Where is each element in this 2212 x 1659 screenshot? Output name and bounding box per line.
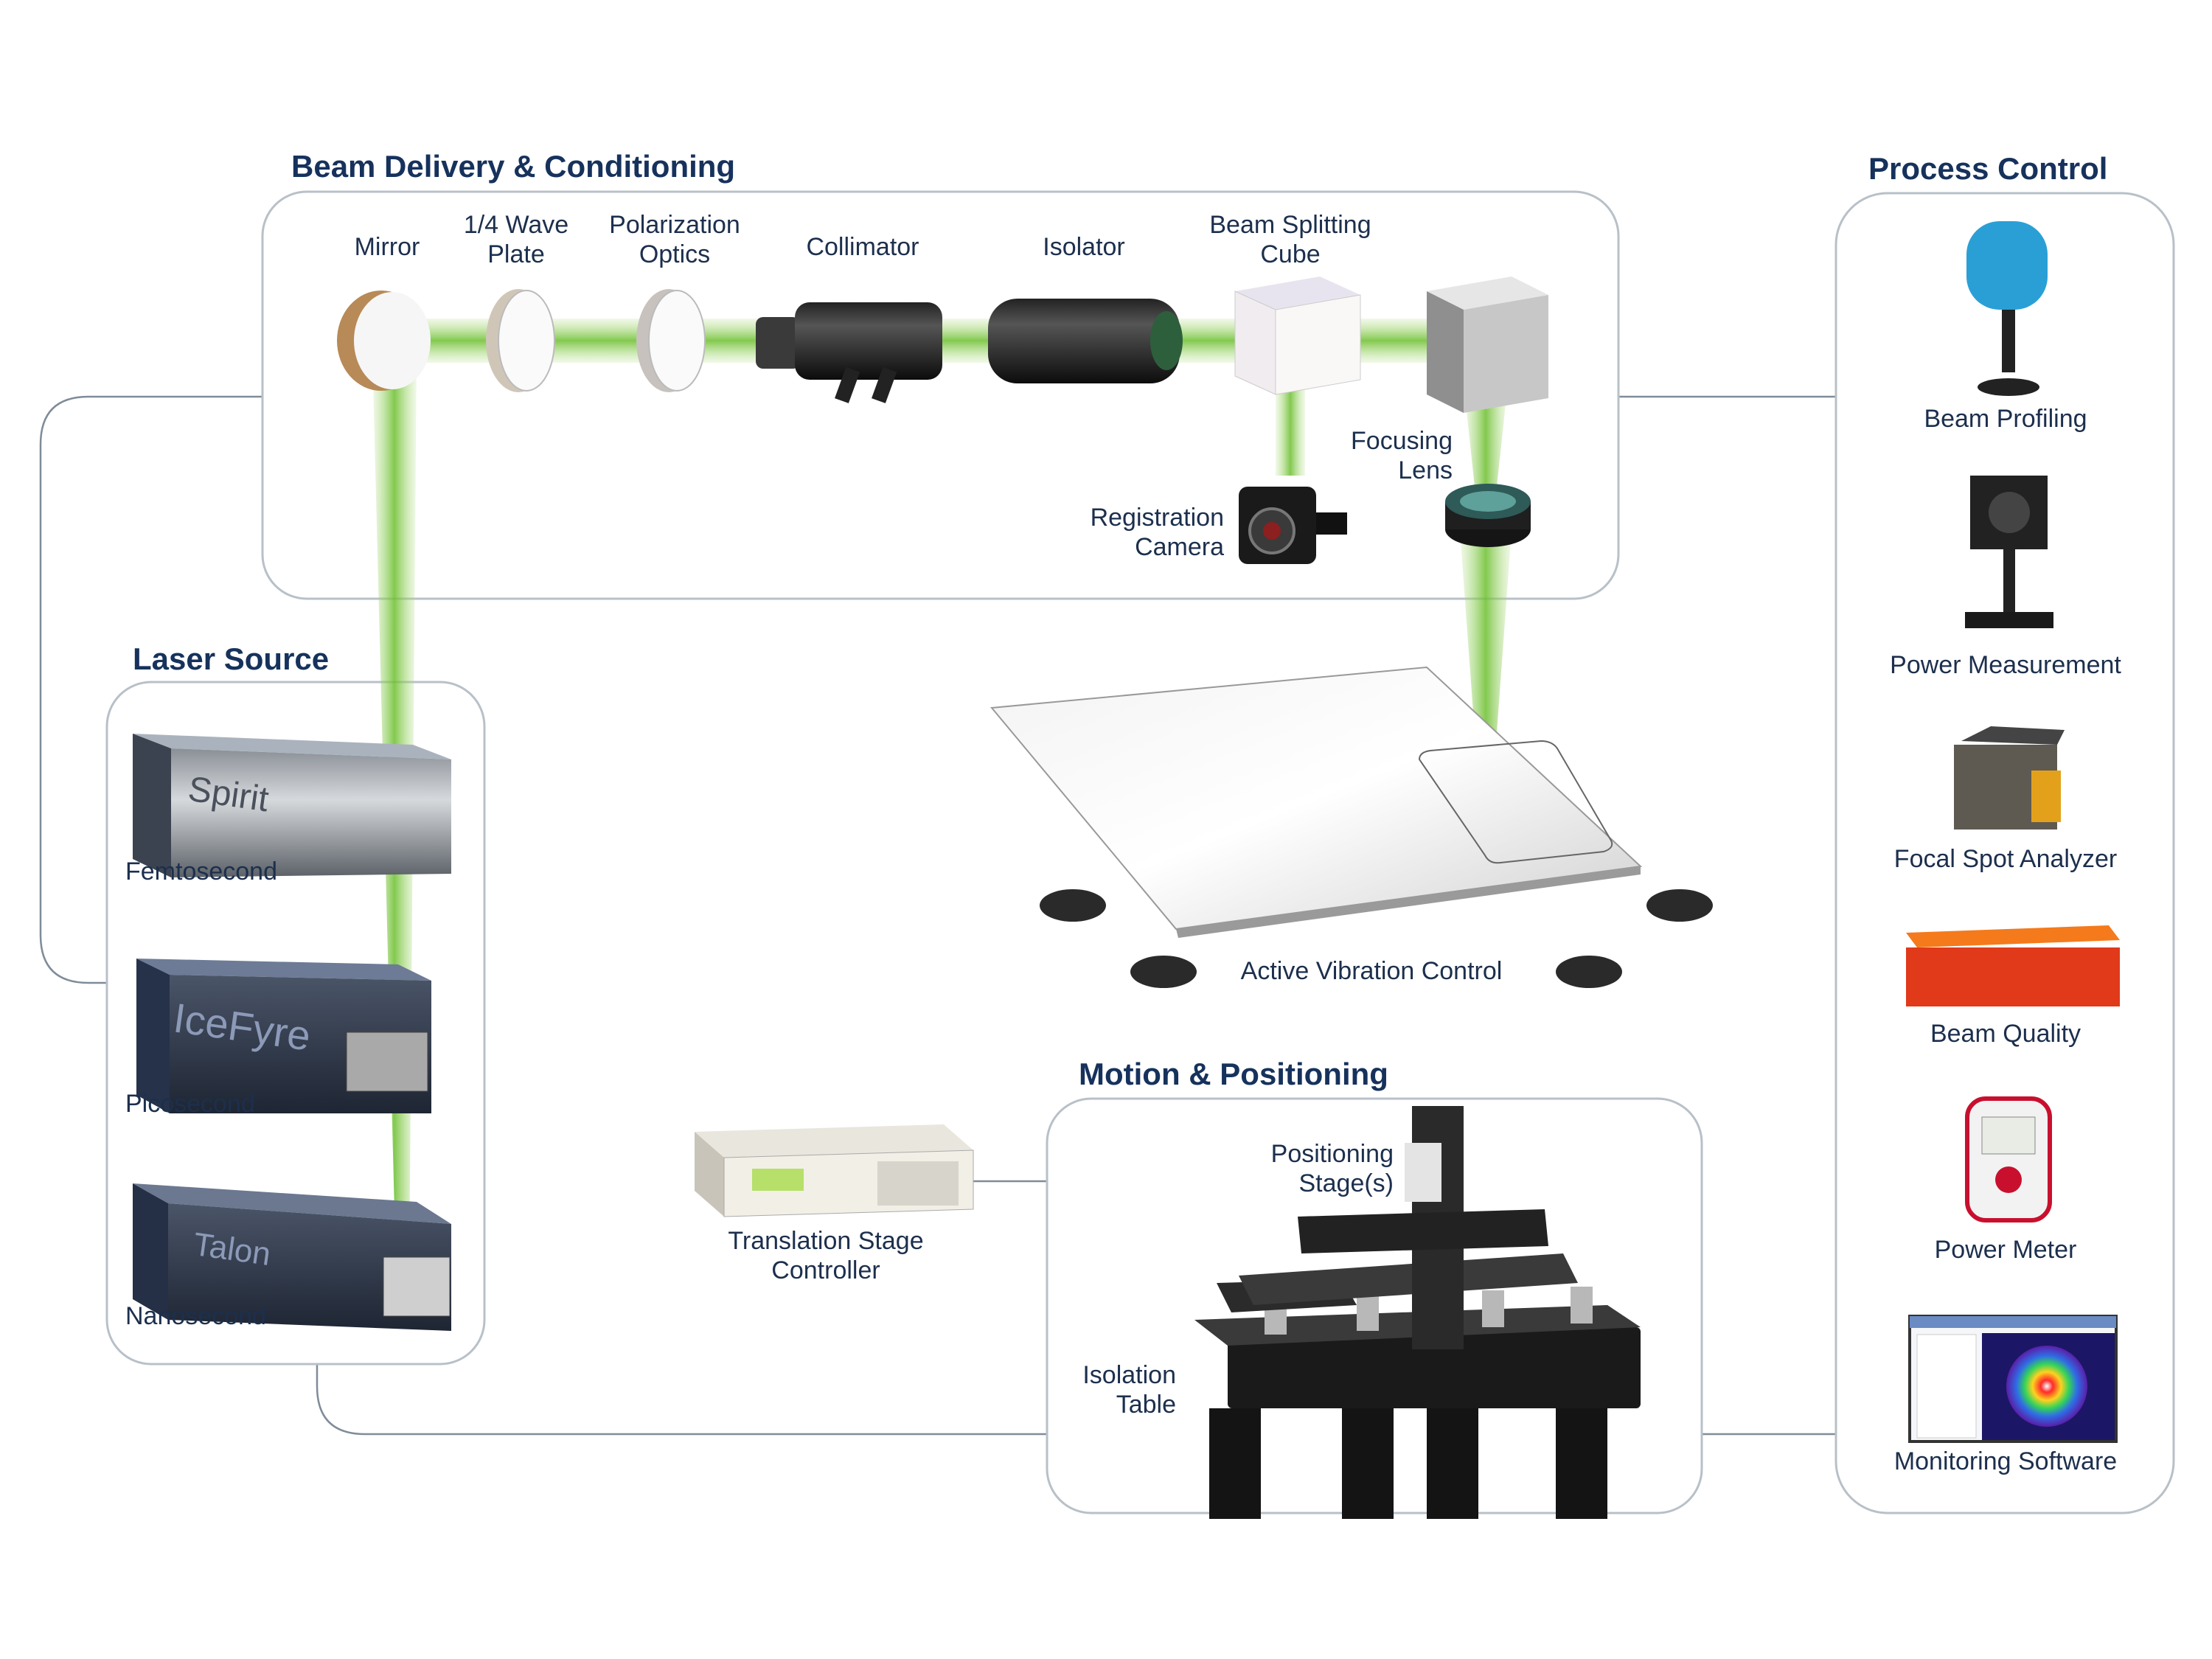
process-control-frame xyxy=(1834,192,2175,1514)
label-femtosecond: Femtosecond xyxy=(125,858,277,886)
stage-controller-graphic xyxy=(695,1124,974,1217)
label-registration-camera: Registration Camera xyxy=(1090,504,1224,561)
label-nanosecond: Nanosecond xyxy=(125,1302,266,1330)
label-active-vibration-control: Active Vibration Control xyxy=(1240,957,1503,985)
label-beam-splitter: Beam Splitting Cube xyxy=(1209,211,1371,268)
section-title-laser-source: Laser Source xyxy=(133,641,330,676)
section-title-beam-delivery: Beam Delivery & Conditioning xyxy=(291,149,736,184)
power-sensor-graphic xyxy=(1965,476,2053,628)
focal-spot-analyzer-graphic xyxy=(1954,726,2065,830)
laser-source-frame xyxy=(105,681,486,1366)
collimator-graphic xyxy=(756,302,942,403)
section-title-process-control: Process Control xyxy=(1868,151,2108,186)
label-focusing-lens: Focusing Lens xyxy=(1351,427,1453,484)
connector-lines xyxy=(39,395,1836,1436)
monitoring-software-graphic xyxy=(1908,1315,2118,1443)
label-isolator: Isolator xyxy=(1043,233,1125,261)
label-beam-quality: Beam Quality xyxy=(1930,1020,2081,1048)
label-wave-plate: 1/4 Wave Plate xyxy=(463,211,569,268)
beam-profiler-graphic xyxy=(1966,221,2048,396)
picosecond-laser-graphic xyxy=(136,959,431,1113)
beam-delivery-frame xyxy=(261,190,1620,600)
focusing-lens-graphic xyxy=(1445,484,1531,547)
polarization-optics-graphic xyxy=(636,289,706,392)
label-picosecond: Picosecond xyxy=(125,1090,255,1118)
label-collimator: Collimator xyxy=(806,233,919,261)
label-focal-spot-analyzer: Focal Spot Analyzer xyxy=(1893,845,2118,873)
vibration-plate-graphic xyxy=(990,666,1713,988)
femtosecond-laser-graphic xyxy=(133,734,451,877)
label-polarization-optics: Polarization Optics xyxy=(609,211,740,268)
registration-camera-graphic xyxy=(1239,487,1347,564)
mirror-graphic xyxy=(337,291,431,391)
beam-splitter-graphic xyxy=(1234,276,1361,395)
label-mirror: Mirror xyxy=(354,233,420,261)
label-power-meter: Power Meter xyxy=(1934,1236,2077,1264)
beam-quality-graphic xyxy=(1906,925,2120,1006)
wave-plate-graphic xyxy=(486,289,555,392)
label-monitoring-software: Monitoring Software xyxy=(1893,1447,2118,1475)
section-title-motion: Motion & Positioning xyxy=(1079,1057,1388,1091)
power-meter-graphic xyxy=(1965,1096,2052,1222)
label-beam-profiling: Beam Profiling xyxy=(1924,405,2087,433)
label-power-measurement: Power Measurement xyxy=(1890,651,2121,679)
label-positioning-stages: Positioning Stage(s) xyxy=(1270,1140,1394,1197)
nanosecond-laser-graphic xyxy=(133,1183,451,1331)
motion-system-graphic xyxy=(1194,1106,1641,1519)
isolator-graphic xyxy=(988,299,1183,383)
label-isolation-table: Isolation Table xyxy=(1082,1361,1176,1419)
label-translation-stage-controller: Translation Stage Controller xyxy=(728,1227,924,1284)
focusing-head-graphic xyxy=(1427,276,1548,413)
